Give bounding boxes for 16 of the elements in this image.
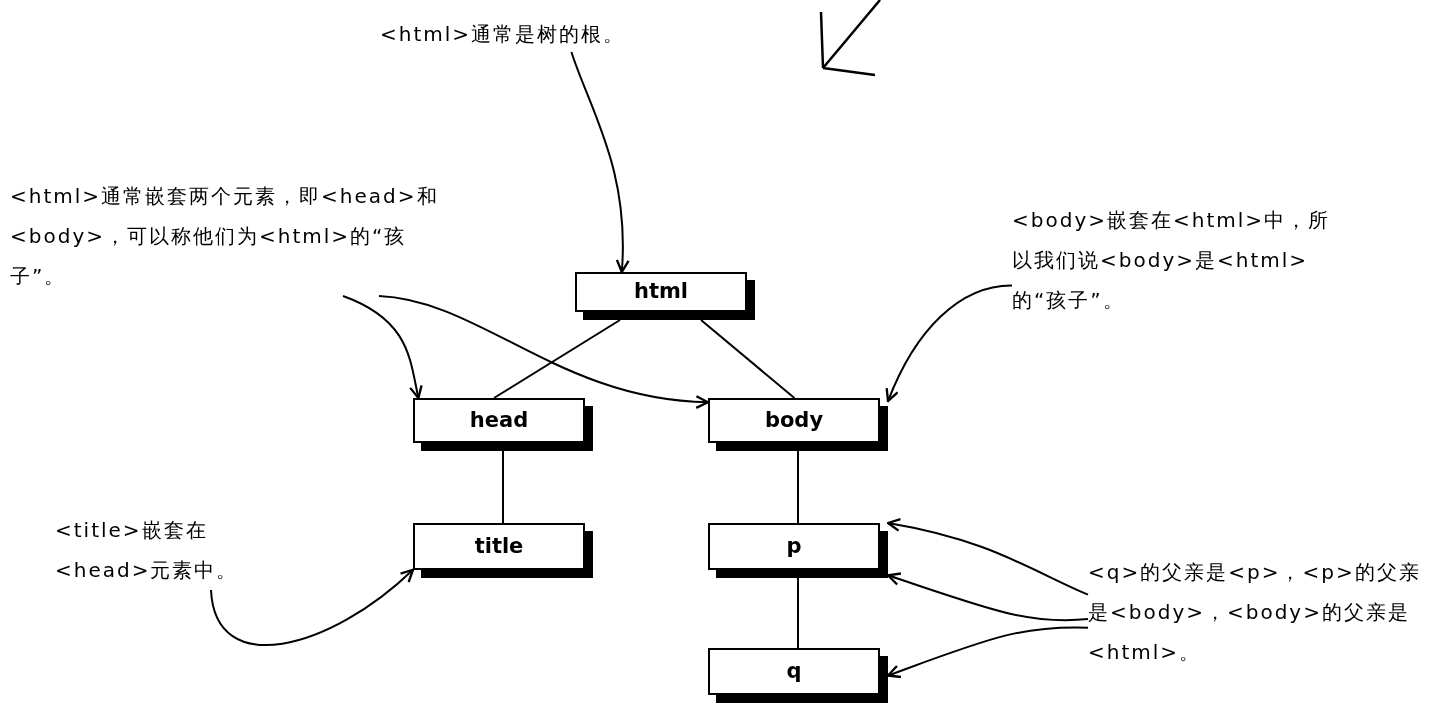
curved-arrow (342, 295, 423, 400)
tree-line (700, 319, 796, 399)
tree-line (502, 450, 504, 524)
annotation-text: <body>嵌套在<html>中，所以我们说<body>是<html>的“孩子”。 (1012, 200, 1342, 320)
tree-line (797, 577, 799, 649)
tree-line (797, 450, 799, 524)
annotation-text: <html>通常是树的根。 (380, 14, 710, 54)
curved-arrow (210, 568, 415, 647)
curved-arrow (885, 284, 1013, 403)
tree-line (493, 319, 621, 399)
annotation-text: <q>的父亲是<p>，<p>的父亲是<body>，<body>的父亲是<html>。 (1088, 552, 1440, 672)
curved-arrow (378, 295, 710, 409)
curved-arrow (886, 518, 1089, 596)
annotation-text: <title>嵌套在<head>元素中。 (55, 510, 255, 590)
curved-arrow (570, 51, 630, 274)
annotation-text: <html>通常嵌套两个元素，即<head>和<body>，可以称他们为<html>的“孩子”。 (10, 176, 460, 296)
